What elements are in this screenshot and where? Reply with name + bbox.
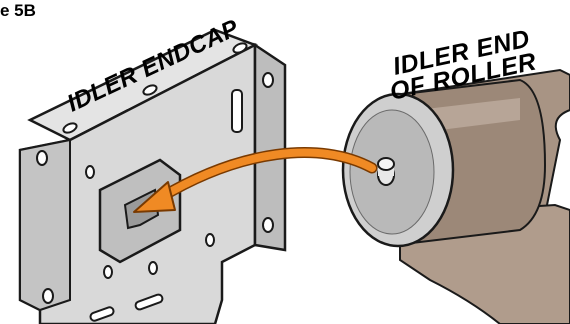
face-hole-3 bbox=[104, 266, 112, 278]
right-flange-hole-top bbox=[263, 73, 273, 87]
face-hole-2 bbox=[206, 234, 214, 246]
roller bbox=[343, 70, 570, 324]
face-hole-4 bbox=[149, 262, 157, 274]
left-flange-hole-bottom bbox=[43, 289, 53, 303]
bracket-left-flange bbox=[20, 140, 70, 310]
roller-pin-icon bbox=[378, 158, 394, 185]
bracket-slot-vertical bbox=[232, 90, 242, 132]
right-flange-hole-bottom bbox=[263, 218, 273, 232]
face-hole-1 bbox=[86, 166, 94, 178]
left-flange-hole-top bbox=[37, 151, 47, 165]
